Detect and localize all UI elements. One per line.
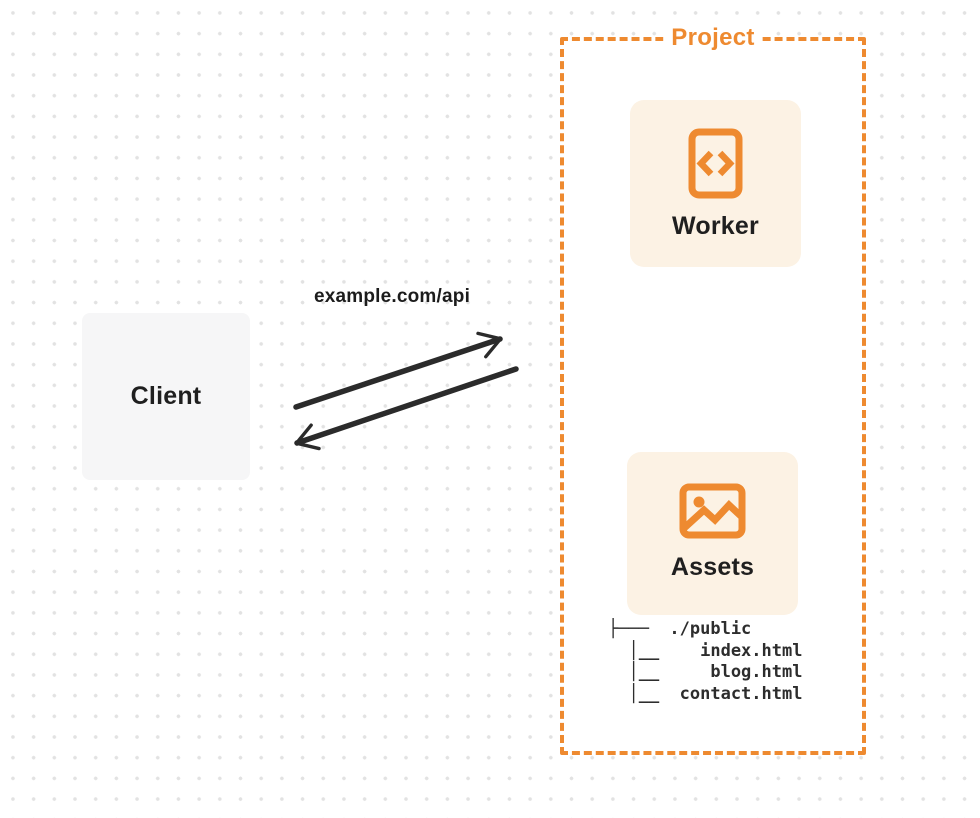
file-tree-line: │__ blog.html — [608, 662, 803, 682]
client-label: Client — [130, 382, 202, 410]
project-title: Project — [663, 22, 763, 54]
image-icon — [679, 482, 746, 540]
file-tree-line: │__ index.html — [608, 640, 803, 661]
project-container: Project Worker — [560, 22, 866, 755]
code-file-icon — [688, 127, 743, 199]
client-node: Client — [82, 313, 250, 480]
file-tree-line: │__ contact.html — [608, 683, 803, 704]
assets-label: Assets — [670, 553, 755, 581]
file-tree-line: ├─── ./public — [608, 619, 752, 639]
assets-node: Assets — [627, 452, 798, 615]
worker-node: Worker — [630, 100, 801, 267]
worker-label: Worker — [672, 212, 759, 240]
request-url-label: example.com/api — [313, 286, 471, 307]
assets-file-tree: ├─── ./public │__ index.html │__ blog.ht… — [608, 619, 802, 705]
request-arrow — [293, 331, 503, 410]
response-arrow — [294, 366, 519, 451]
